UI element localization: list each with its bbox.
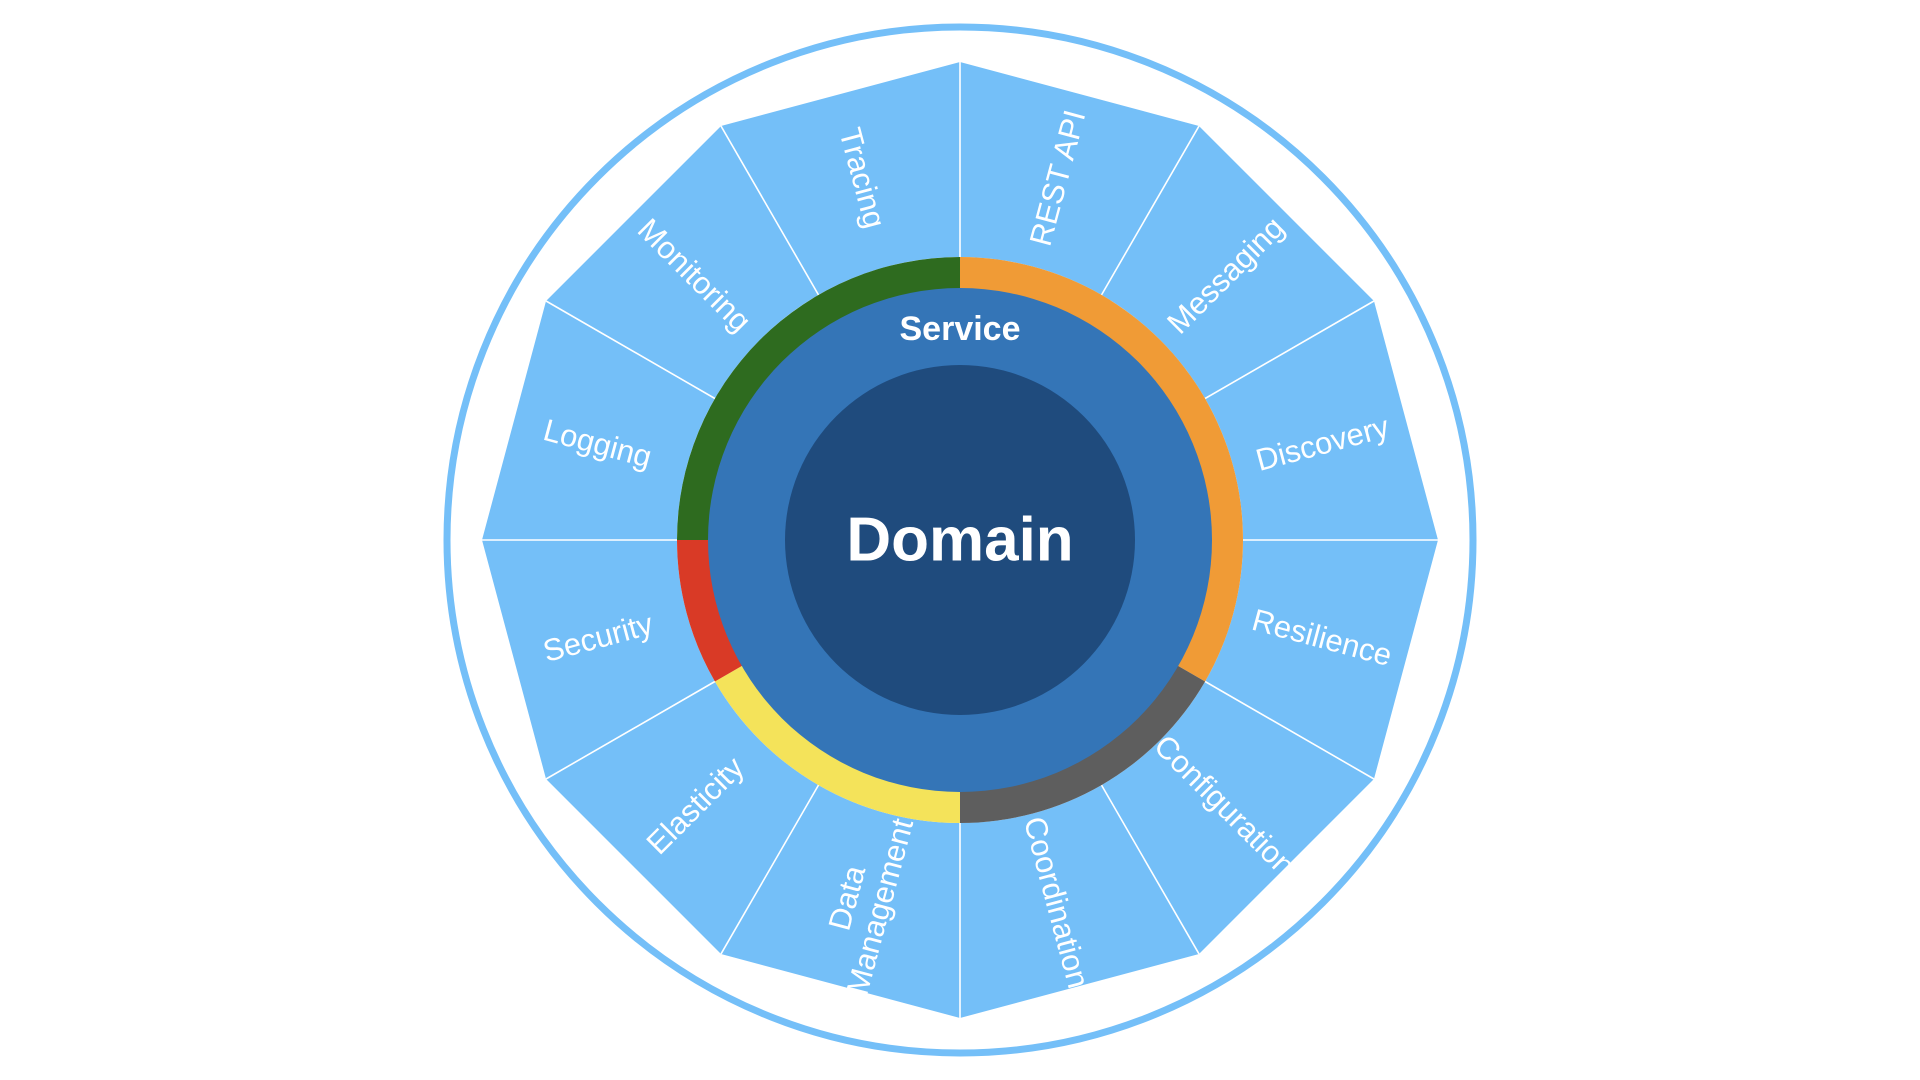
segment-data-management xyxy=(721,785,960,1018)
segment-divider xyxy=(1098,125,1200,300)
segment-discovery xyxy=(1205,301,1438,540)
segments-layer xyxy=(482,62,1438,1018)
segment-monitoring xyxy=(546,126,819,399)
segment-elasticity xyxy=(546,681,819,954)
segment-divider xyxy=(720,780,822,955)
ring-arc-orange xyxy=(960,257,1243,682)
segment-tracing xyxy=(721,62,960,295)
domain-label: Domain xyxy=(846,506,1073,575)
ring-arc-red xyxy=(677,540,744,682)
outer-ring xyxy=(443,23,1477,1057)
service-label: Service xyxy=(900,310,1021,348)
segment-messaging xyxy=(1101,126,1374,399)
segment-rest-api xyxy=(960,62,1199,295)
segment-divider xyxy=(1200,300,1375,402)
segment-divider xyxy=(1098,780,1200,955)
segment-configuration xyxy=(1101,681,1374,954)
segment-resilience xyxy=(1205,540,1438,779)
segment-logging xyxy=(482,301,715,540)
ring-arc-green xyxy=(677,257,960,540)
segment-divider xyxy=(1200,678,1375,780)
segment-divider xyxy=(545,300,720,402)
segment-divider xyxy=(720,125,822,300)
dividers-layer xyxy=(482,62,1438,1018)
domain-core-circle xyxy=(785,365,1135,715)
segment-divider xyxy=(545,678,720,780)
segment-security xyxy=(482,540,715,779)
segment-coordination xyxy=(960,785,1199,1018)
